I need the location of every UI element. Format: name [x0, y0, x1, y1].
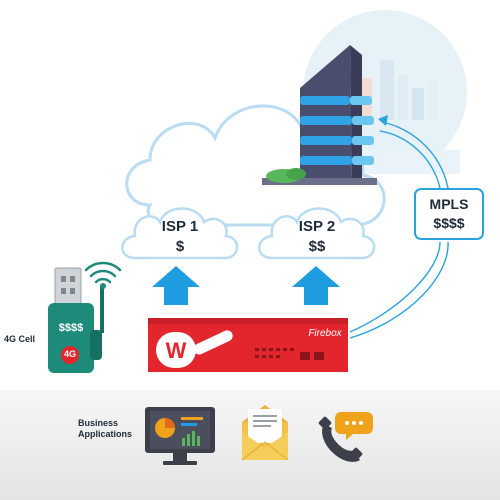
mpls-connection-lines	[349, 115, 449, 339]
email-envelope-icon	[241, 405, 289, 461]
arrow-up-isp1	[152, 266, 200, 305]
arrow-up-isp2	[292, 266, 340, 305]
isp2-name: ISP 2	[298, 218, 336, 235]
isp2-cost: $$	[308, 238, 326, 255]
cellular-badge: 4G	[63, 349, 76, 359]
mpls-box: MPLS $$$$	[414, 188, 484, 240]
firewall-appliance-icon: W Firebox	[148, 318, 348, 372]
firebox-brand-text: Firebox	[308, 328, 342, 339]
signal-icon	[84, 261, 122, 289]
office-building-icon	[262, 45, 377, 185]
phone-chat-icon	[318, 412, 373, 462]
cellular-cost: $$$$	[58, 322, 84, 334]
mpls-name: MPLS	[429, 196, 469, 212]
dashboard-monitor-icon	[145, 407, 215, 465]
business-label-line2: Applications	[78, 429, 133, 439]
firebox-logo-mark: W	[166, 338, 187, 363]
usb-modem-icon	[48, 267, 104, 373]
business-label-line1: Business	[78, 418, 119, 428]
cellular-label: 4G Cell	[4, 334, 36, 344]
isp1-name: ISP 1	[161, 218, 199, 235]
mpls-cost: $$$$	[433, 215, 465, 231]
isp2-cloud	[258, 207, 376, 260]
isp1-cloud	[121, 207, 239, 260]
isp1-cost: $	[175, 238, 185, 255]
business-applications-label: Business Applications	[78, 418, 132, 440]
